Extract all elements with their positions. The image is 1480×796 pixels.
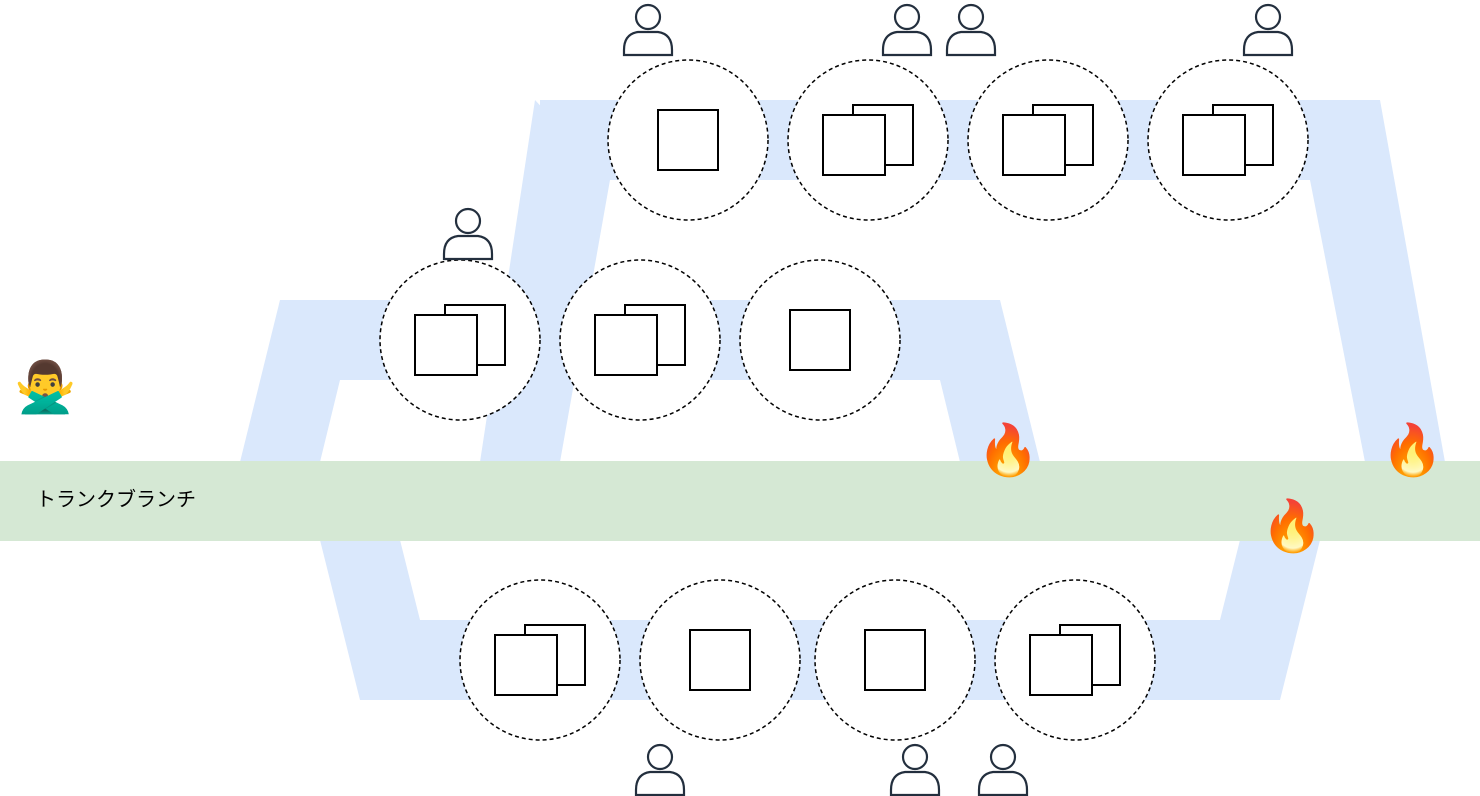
commit-group: [1147, 59, 1309, 221]
commit-box: [657, 109, 719, 171]
commit-group: [994, 579, 1156, 741]
commit-box: [494, 634, 558, 696]
commit-group: [459, 579, 621, 741]
fire-icon: 🔥: [977, 421, 1040, 479]
commit-group: [739, 259, 901, 421]
middle-branch-merge-band: [940, 300, 1040, 462]
no-gesture-icon: 🙅‍♂️: [14, 358, 77, 416]
developers: [442, 3, 1294, 796]
commit-box: [864, 629, 926, 691]
commit-box: [594, 314, 658, 376]
user-icon: [1242, 3, 1294, 57]
trunk-label: トランクブランチ: [36, 487, 196, 511]
commit-box: [822, 114, 886, 176]
middle-branch-fork-band: [240, 300, 340, 462]
commit-group: [607, 59, 769, 221]
user-icon: [977, 743, 1029, 796]
user-icon: [634, 743, 686, 796]
user-icon: [622, 3, 674, 57]
user-icon: [442, 207, 494, 261]
commit-group: [379, 259, 541, 421]
fire-icon: 🔥: [1261, 497, 1324, 555]
user-icon: [945, 3, 997, 57]
commit-box: [689, 629, 751, 691]
upper-branch-merge-band: [1310, 100, 1445, 462]
trunk-band: [0, 461, 1480, 541]
fire-icon: 🔥: [1381, 421, 1444, 479]
commit-group: [787, 59, 949, 221]
lower-branch-merge-band: [1220, 540, 1320, 700]
commit-box: [789, 309, 851, 371]
user-icon: [889, 743, 941, 796]
user-icon: [881, 3, 933, 57]
commit-group: [967, 59, 1129, 221]
commit-group: [639, 579, 801, 741]
commit-box: [414, 314, 478, 376]
commit-box: [1002, 114, 1066, 176]
commit-groups: [379, 59, 1309, 741]
commit-box: [1029, 634, 1093, 696]
commit-group: [559, 259, 721, 421]
commit-group: [814, 579, 976, 741]
commit-box: [1182, 114, 1246, 176]
